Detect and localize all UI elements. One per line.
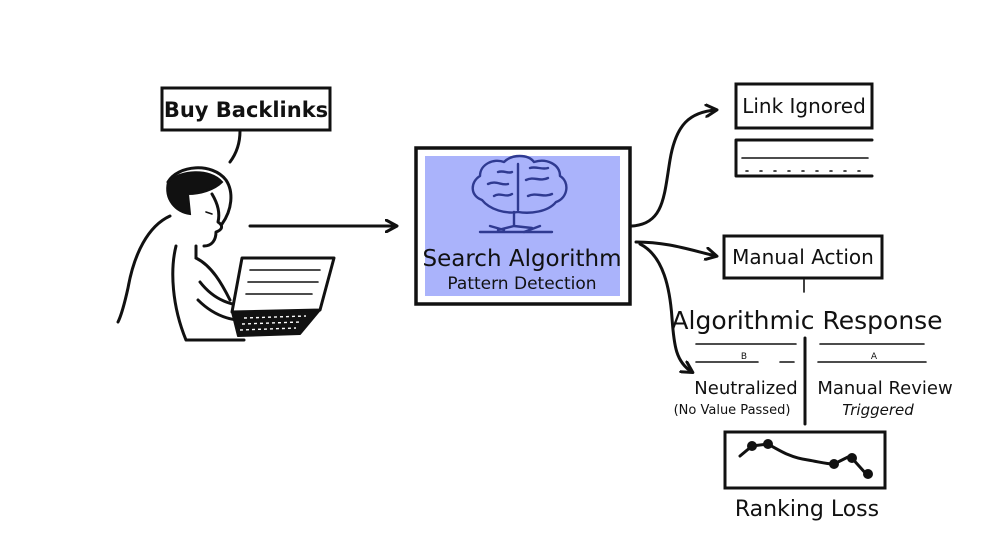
algorithmic-response-title: Algorithmic Response (671, 306, 942, 335)
column-a-marker: A (871, 352, 878, 362)
ranking-chart-icon (723, 430, 887, 490)
link-ignored-label: Link Ignored (742, 94, 866, 118)
manual-review-note: Triggered (842, 401, 914, 419)
manual-action-label: Manual Action (732, 245, 874, 269)
link-ignored-lines (734, 138, 874, 178)
person-at-laptop-icon (116, 166, 336, 342)
response-table: B A Neutralized (No Value Passed) Manual… (674, 336, 953, 426)
algorithm-title: Search Algorithm (423, 246, 622, 272)
brain-icon (471, 154, 568, 234)
neutralized-note: (No Value Passed) (674, 403, 791, 418)
buy-backlinks-label: Buy Backlinks (164, 98, 328, 122)
arrow-to-link-ignored (630, 110, 716, 228)
arrow-to-manual-action (634, 240, 716, 256)
search-algorithm-box: Search Algorithm Pattern Detection (414, 146, 632, 306)
manual-action-box: Manual Action (722, 234, 884, 293)
column-b-marker: B (741, 352, 747, 362)
ranking-loss-label: Ranking Loss (735, 497, 879, 522)
algorithm-subtitle: Pattern Detection (447, 274, 596, 294)
manual-review-label: Manual Review (817, 378, 952, 399)
link-ignored-box: Link Ignored (734, 82, 874, 130)
buy-backlinks-bubble: Buy Backlinks (160, 86, 332, 164)
neutralized-label: Neutralized (694, 378, 797, 399)
arrow-to-neutralized (638, 242, 692, 372)
